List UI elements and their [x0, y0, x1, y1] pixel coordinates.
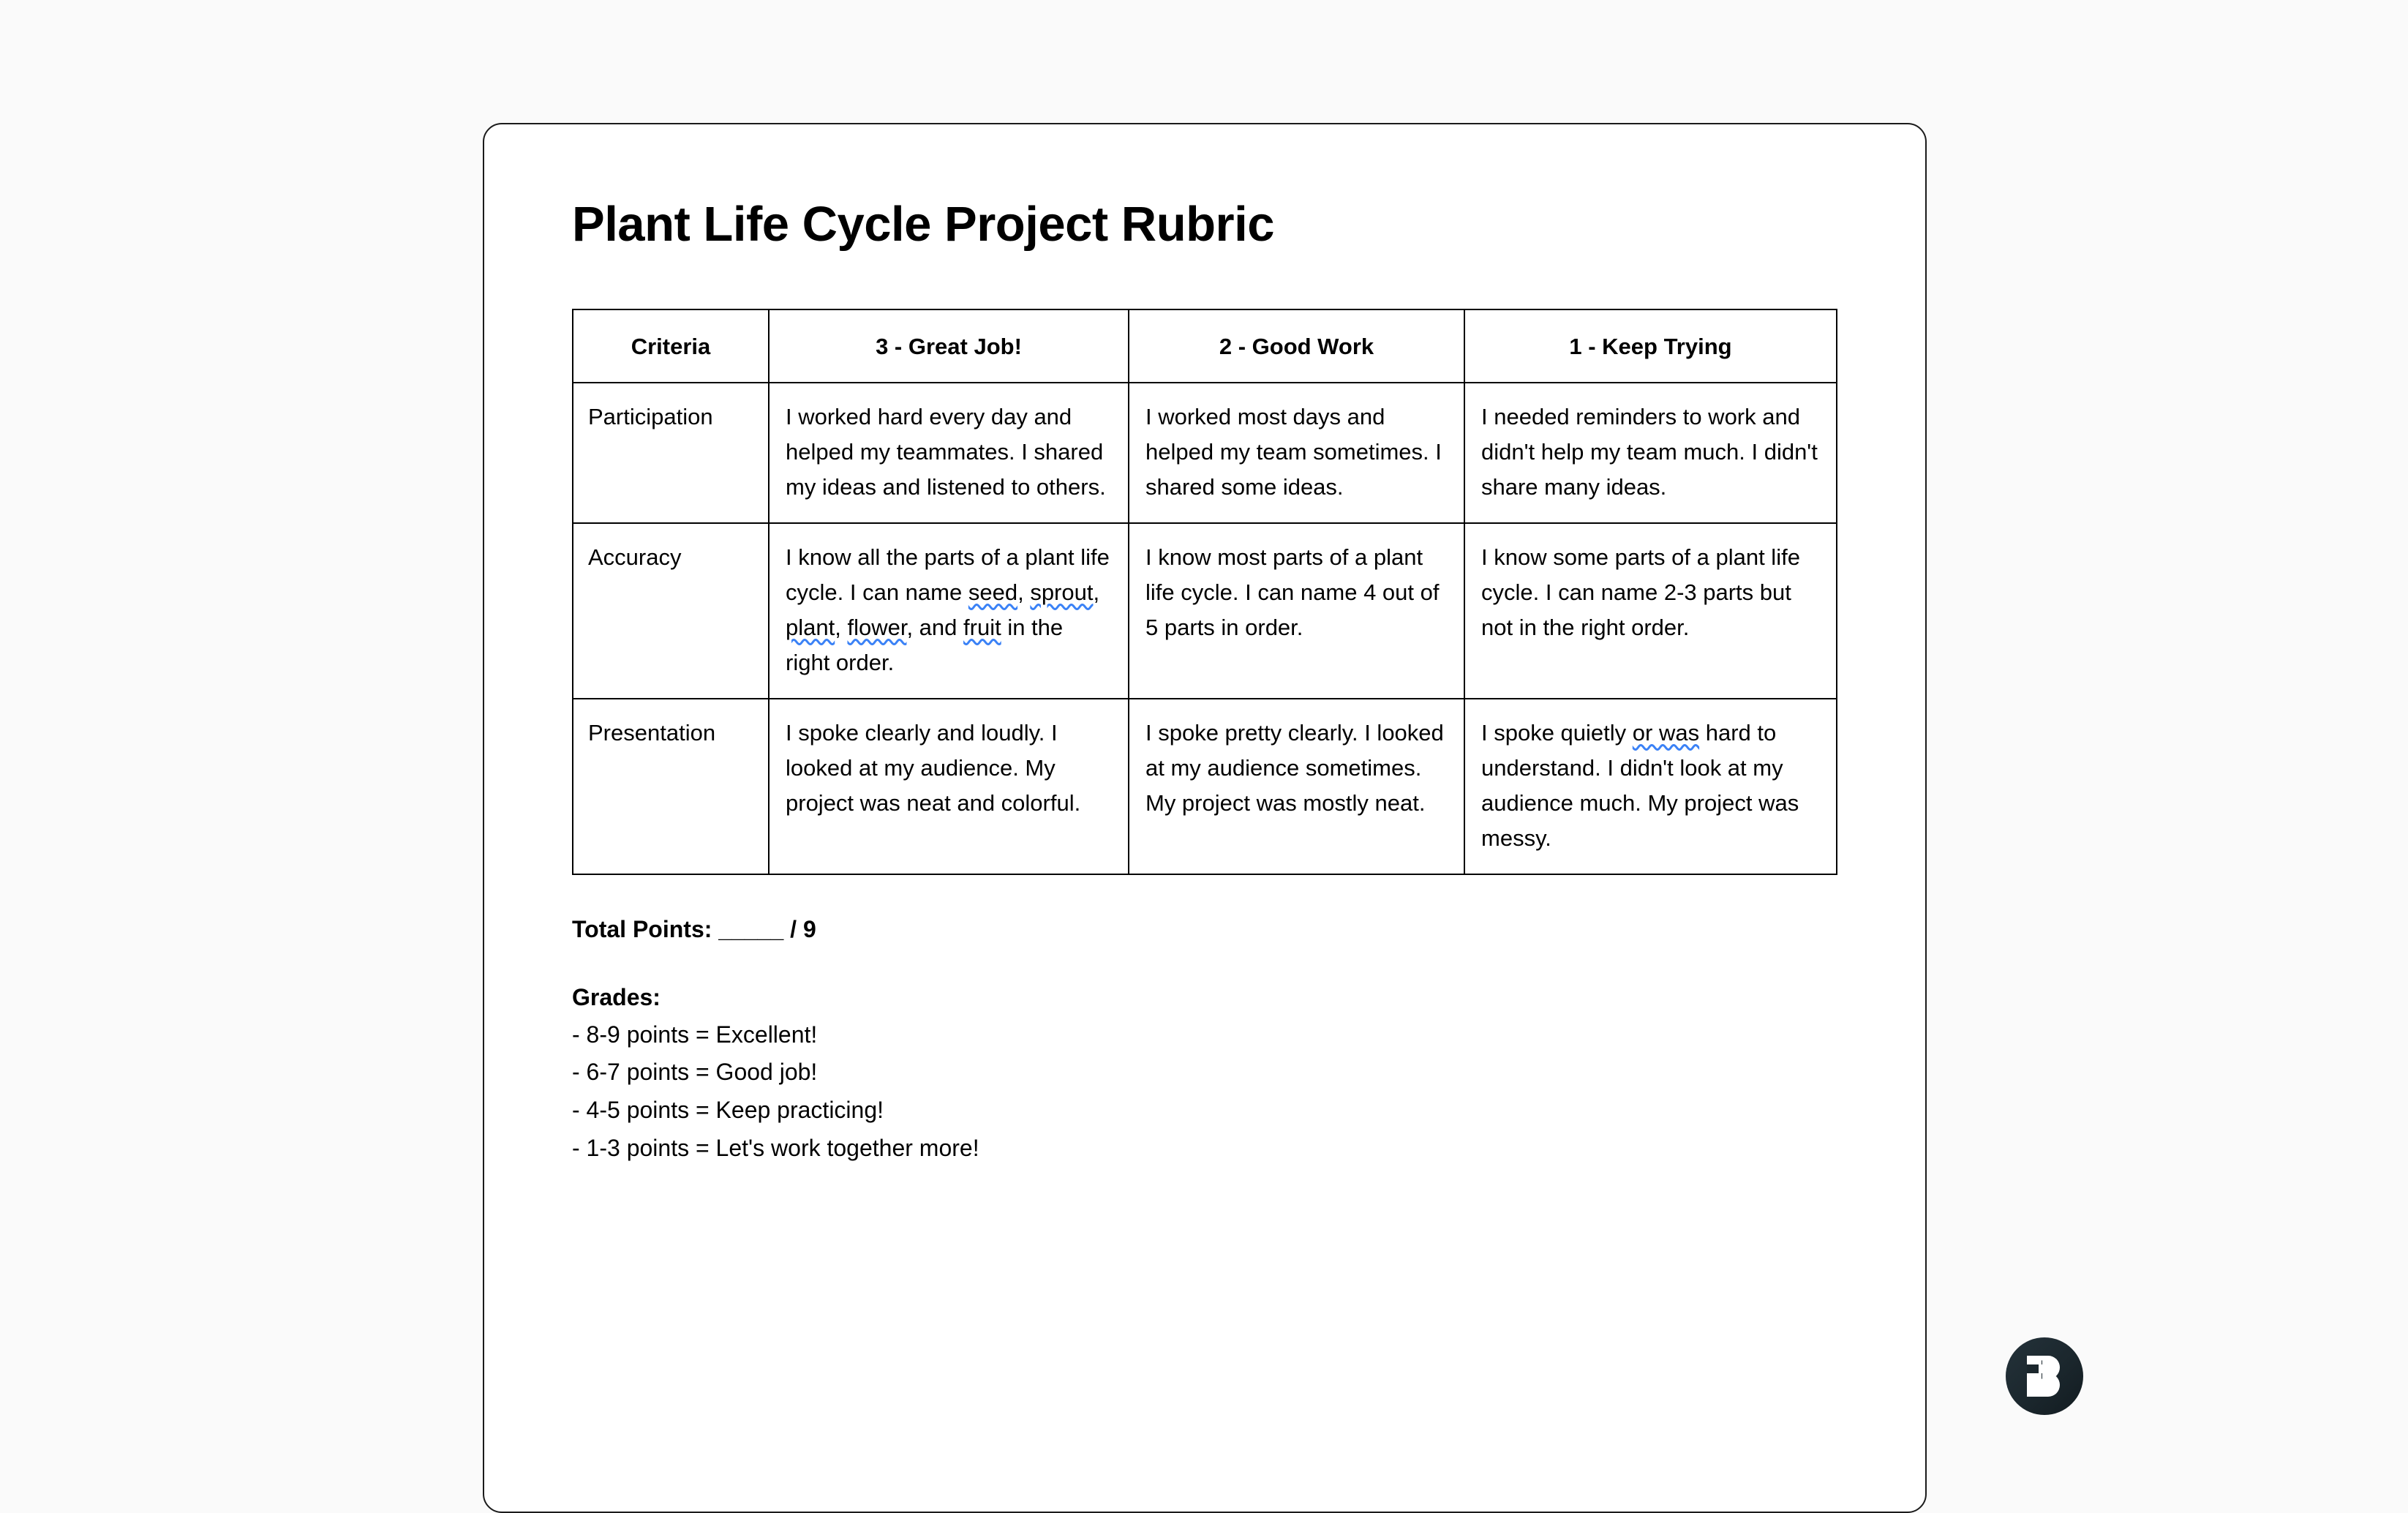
total-points-blank[interactable]: _____: [718, 916, 784, 943]
table-row: Presentation I spoke clearly and loudly.…: [572, 698, 1837, 876]
cell-accuracy-level-3: I know all the parts of a plant life cyc…: [768, 522, 1129, 700]
criterion-label-accuracy: Accuracy: [572, 522, 770, 700]
spellcheck-word-fruit[interactable]: fruit: [963, 614, 1001, 640]
text-segment: I know all the parts of a plant life cyc…: [786, 544, 1110, 605]
document-card: Plant Life Cycle Project Rubric Criteria…: [483, 123, 1927, 1513]
cell-presentation-level-1: I spoke quietly or was hard to understan…: [1464, 698, 1837, 876]
criterion-label-participation: Participation: [572, 381, 770, 524]
grade-line-excellent: - 8-9 points = Excellent!: [572, 1021, 818, 1048]
grade-line-good-job: - 6-7 points = Good job!: [572, 1059, 818, 1086]
cell-accuracy-level-2: I know most parts of a plant life cycle.…: [1128, 522, 1465, 700]
table-row: Participation I worked hard every day an…: [572, 381, 1837, 524]
text-segment: hard to understand. I didn't look at my …: [1481, 720, 1799, 852]
text-segment: ,: [1093, 579, 1100, 605]
column-header-level-3: 3 - Great Job!: [768, 308, 1129, 383]
text-segment: , and: [906, 614, 964, 640]
column-header-criteria: Criteria: [572, 308, 770, 383]
page-title: Plant Life Cycle Project Rubric: [572, 197, 1275, 252]
rubric-table: Criteria 3 - Great Job! 2 - Good Work 1 …: [572, 308, 1837, 876]
cell-presentation-level-3: I spoke clearly and loudly. I looked at …: [768, 698, 1129, 876]
b-arrow-logo[interactable]: [2005, 1337, 2084, 1416]
cell-accuracy-level-1: I know some parts of a plant life cycle.…: [1464, 522, 1837, 700]
table-row: Accuracy I know all the parts of a plant…: [572, 522, 1837, 700]
grades-legend: Grades: - 8-9 points = Excellent! - 6-7 …: [572, 980, 1925, 1168]
grades-heading: Grades:: [572, 984, 661, 1011]
table-header-row: Criteria 3 - Great Job! 2 - Good Work 1 …: [572, 308, 1837, 383]
total-points-max: / 9: [790, 916, 816, 943]
spellcheck-phrase-or-was[interactable]: or was: [1632, 720, 1700, 746]
grade-line-keep-practicing: - 4-5 points = Keep practicing!: [572, 1097, 884, 1124]
spellcheck-word-seed[interactable]: seed: [968, 579, 1018, 605]
criterion-label-presentation: Presentation: [572, 698, 770, 876]
spellcheck-word-plant[interactable]: plant: [786, 614, 835, 640]
total-points-line: Total Points: _____ / 9: [572, 913, 1925, 946]
cell-participation-level-1: I needed reminders to work and didn't he…: [1464, 381, 1837, 524]
grade-line-work-together: - 1-3 points = Let's work together more!: [572, 1135, 979, 1162]
text-segment: I spoke quietly: [1481, 720, 1633, 746]
column-header-level-2: 2 - Good Work: [1128, 308, 1465, 383]
rubric-table-container: Criteria 3 - Great Job! 2 - Good Work 1 …: [572, 308, 1925, 876]
column-header-level-1: 1 - Keep Trying: [1464, 308, 1837, 383]
text-segment: ,: [1017, 579, 1031, 605]
cell-participation-level-2: I worked most days and helped my team so…: [1128, 381, 1465, 524]
cell-participation-level-3: I worked hard every day and helped my te…: [768, 381, 1129, 524]
total-points-label: Total Points:: [572, 916, 712, 943]
document-content: Plant Life Cycle Project Rubric Criteria…: [572, 198, 1925, 1512]
text-segment: in the right order.: [786, 614, 1064, 676]
text-segment: ,: [835, 614, 848, 640]
spellcheck-word-flower[interactable]: flower: [847, 614, 907, 640]
cell-presentation-level-2: I spoke pretty clearly. I looked at my a…: [1128, 698, 1465, 876]
spellcheck-word-sprout[interactable]: sprout: [1030, 579, 1094, 605]
